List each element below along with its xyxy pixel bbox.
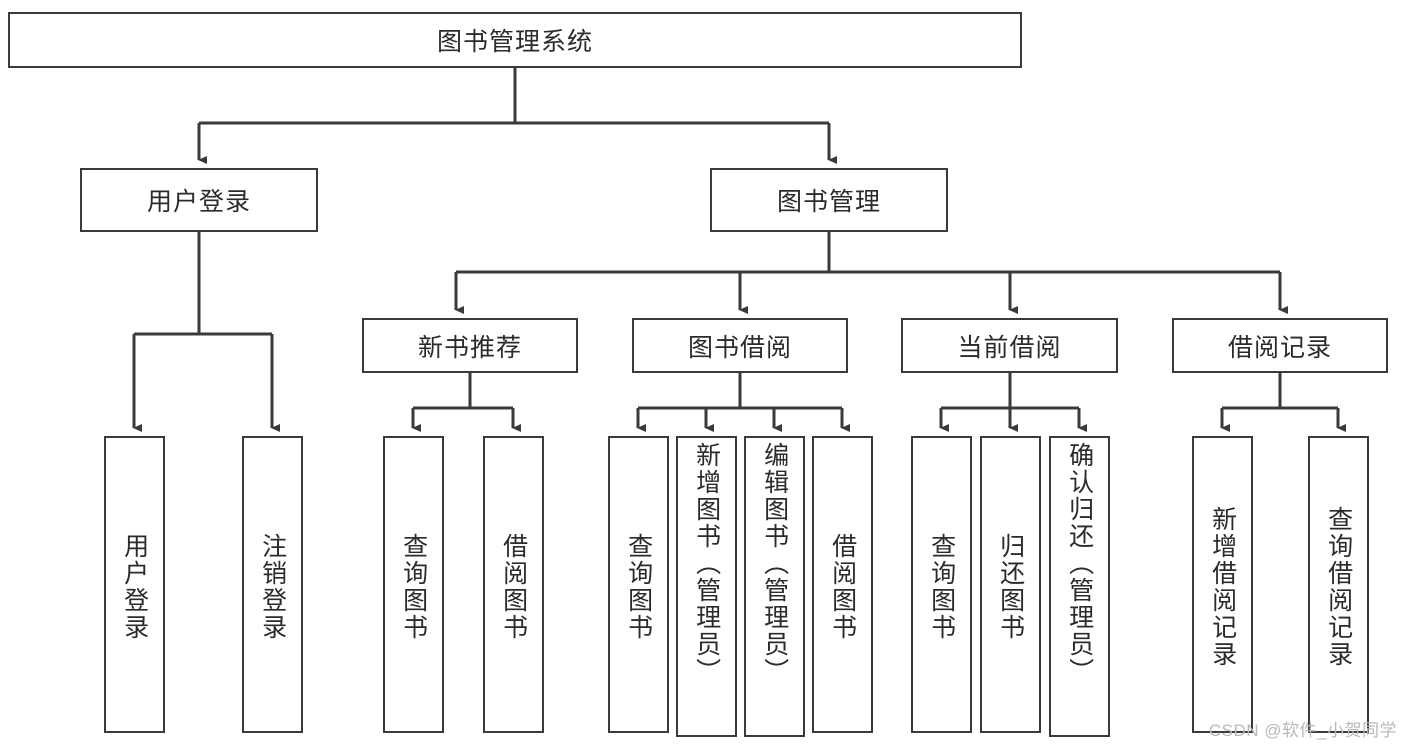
node-label: 图书管理: [776, 188, 881, 216]
node-label: 借阅记录: [1227, 333, 1332, 362]
node-label: 查询图书: [399, 532, 428, 641]
node-label: 当前借阅: [957, 333, 1062, 362]
node-book-management[interactable]: 图书管理: [710, 168, 948, 232]
leaf-current-borrow-return-book[interactable]: 归还图书: [980, 436, 1041, 733]
leaf-book-borrow-add-book-admin[interactable]: 新增图书（管理员）: [676, 436, 737, 737]
node-user-login[interactable]: 用户登录: [80, 168, 318, 232]
leaf-current-borrow-query-book[interactable]: 查询图书: [911, 436, 972, 733]
node-label: 编辑图书（管理员）: [760, 442, 789, 685]
leaf-book-borrow-edit-book-admin[interactable]: 编辑图书（管理员）: [744, 436, 805, 737]
leaf-current-borrow-confirm-return-admin[interactable]: 确认归还（管理员）: [1049, 436, 1110, 737]
node-label: 查询图书: [624, 532, 653, 641]
leaf-new-book-query-book[interactable]: 查询图书: [383, 436, 444, 733]
leaf-user-login-logout[interactable]: 注销登录: [242, 436, 303, 733]
node-label: 借阅图书: [828, 532, 857, 641]
node-root-book-management-system[interactable]: 图书管理系统: [8, 12, 1022, 68]
node-label: 用户登录: [120, 532, 149, 641]
node-label: 归还图书: [996, 532, 1025, 641]
node-label: 借阅图书: [499, 532, 528, 641]
node-label: 新增借阅记录: [1208, 505, 1237, 668]
node-book-borrow[interactable]: 图书借阅: [632, 318, 848, 373]
leaf-borrow-record-query-record[interactable]: 查询借阅记录: [1308, 436, 1369, 733]
csdn-watermark: CSDN @软件_小贺同学: [1208, 721, 1397, 740]
leaf-new-book-borrow-book[interactable]: 借阅图书: [483, 436, 544, 733]
node-label: 图书管理系统: [436, 28, 593, 56]
node-label: 图书借阅: [687, 333, 792, 362]
node-label: 新书推荐: [417, 333, 522, 362]
node-label: 查询图书: [927, 532, 956, 641]
node-label: 注销登录: [258, 532, 287, 641]
node-label: 确认归还（管理员）: [1065, 442, 1094, 685]
node-current-borrow[interactable]: 当前借阅: [901, 318, 1118, 373]
node-borrow-record[interactable]: 借阅记录: [1172, 318, 1388, 373]
node-label: 用户登录: [146, 188, 251, 216]
leaf-book-borrow-borrow-book[interactable]: 借阅图书: [812, 436, 873, 733]
leaf-user-login-login[interactable]: 用户登录: [104, 436, 165, 733]
leaf-book-borrow-query-book[interactable]: 查询图书: [608, 436, 669, 733]
node-label: 查询借阅记录: [1324, 505, 1353, 668]
node-new-book-recommend[interactable]: 新书推荐: [362, 318, 578, 373]
node-label: 新增图书（管理员）: [692, 442, 721, 685]
leaf-borrow-record-add-record[interactable]: 新增借阅记录: [1192, 436, 1253, 733]
